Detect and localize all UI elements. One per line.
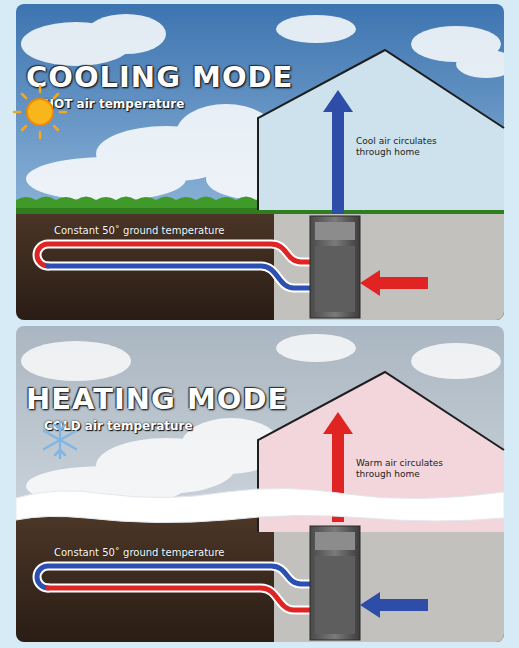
ground-temperature-label: Constant 50˚ ground temperature <box>54 547 294 559</box>
cooling-equipment <box>14 86 428 318</box>
panel-heading: COOLING MODE <box>26 60 326 95</box>
air-temperature-note: HOT air temperature <box>44 97 284 111</box>
heating-scene <box>16 326 504 642</box>
air-temperature-note: COLD air temperature <box>44 419 284 433</box>
mode-panel: COOLING MODE HOT air temperatureConstant … <box>16 4 504 320</box>
house-fill <box>258 372 504 532</box>
house-outline: Cool air circulates through home <box>258 50 504 210</box>
mode-panel: HEATING MODE COLD air temperatureConstant… <box>16 326 504 642</box>
cooling-scene <box>16 4 504 320</box>
house-airflow-label: Cool air circulates through home <box>356 136 452 158</box>
ground-temperature-label: Constant 50˚ ground temperature <box>54 225 294 237</box>
panel-heading: HEATING MODE <box>26 382 326 417</box>
heating-equipment <box>16 412 504 640</box>
house-outline-stroke <box>258 372 504 532</box>
house-outline-stroke <box>258 50 504 210</box>
house-fill <box>258 50 504 210</box>
house-airflow-label: Warm air circulates through home <box>356 458 452 480</box>
house-shape <box>258 372 504 532</box>
house-shape <box>258 50 504 210</box>
house-outline: Warm air circulates through home <box>258 372 504 532</box>
